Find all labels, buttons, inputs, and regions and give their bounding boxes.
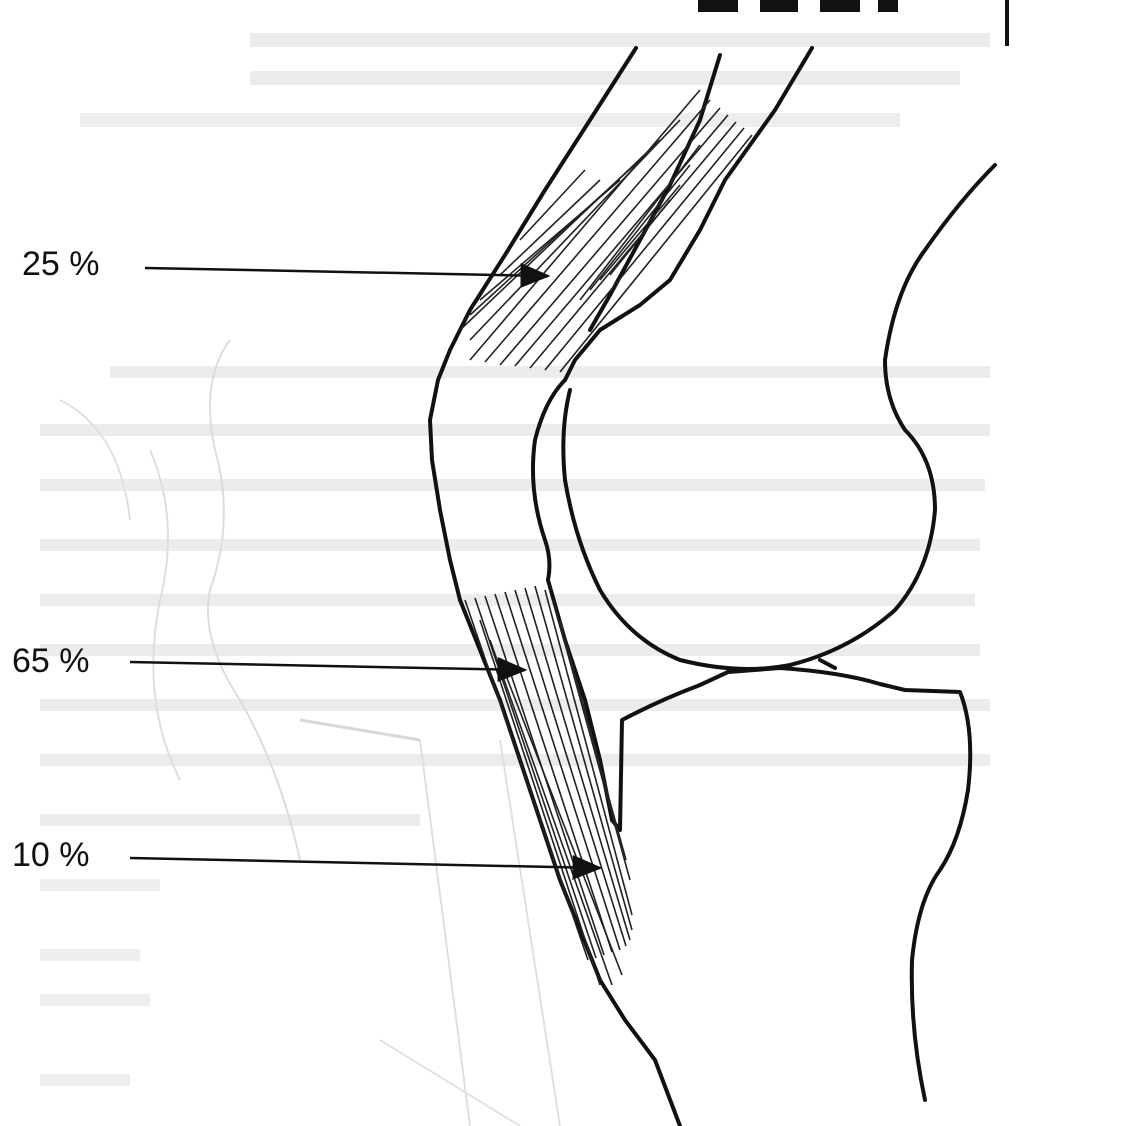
label-25: 25 % [22,245,100,283]
pointer-arrows [130,268,600,868]
tibia-outline [728,668,970,1100]
label-65: 65 % [12,642,90,680]
knee-outline [430,48,995,1126]
patellar-tendon-anterior [460,600,680,1126]
percentage-labels: 25 % 65 % 10 % [12,245,100,874]
bleed-through-background [40,40,990,1126]
quadriceps-anterior-line [430,48,636,600]
arrow-65 [130,662,525,670]
femoral-condyle [563,165,995,669]
arrow-10 [130,858,600,868]
arrow-25 [145,268,548,276]
label-10: 10 % [12,836,90,874]
quadriceps-tendon-fibers [460,90,752,372]
